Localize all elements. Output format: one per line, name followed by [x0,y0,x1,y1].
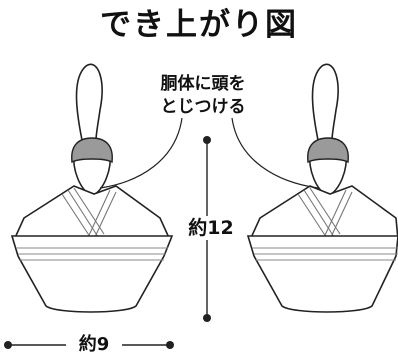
height-label: 約12 [178,216,244,240]
leader-line-left [99,117,183,189]
doll-right-base-stripes [252,247,398,261]
width-label: 約9 [66,334,122,356]
doll-left-body [12,185,172,241]
leader-line-right [231,117,319,189]
doll-left-base [10,235,174,313]
callout-label: 胴体に頭を とじつける [118,73,288,119]
width-dimension-right-dot [166,341,174,349]
doll-right-body [248,185,398,241]
page-title: でき上がり図 [100,7,298,43]
doll-left-hair [71,137,113,164]
doll-right-collar [297,187,353,253]
doll-left-head-top [75,63,103,141]
callout-line-1: 胴体に頭を [160,74,246,94]
doll-left-base-stripes [16,247,168,261]
doll-right-base [246,235,398,313]
doll-right-head-top [311,63,339,141]
doll-right-hair [307,137,349,164]
doll-right [246,63,398,313]
doll-left-collar [61,187,117,253]
callout-line-2: とじつける [160,97,246,117]
doll-left [10,63,174,313]
height-dimension-top-dot [203,136,211,144]
height-dimension-bottom-dot [203,314,211,322]
width-dimension-left-dot [4,341,12,349]
